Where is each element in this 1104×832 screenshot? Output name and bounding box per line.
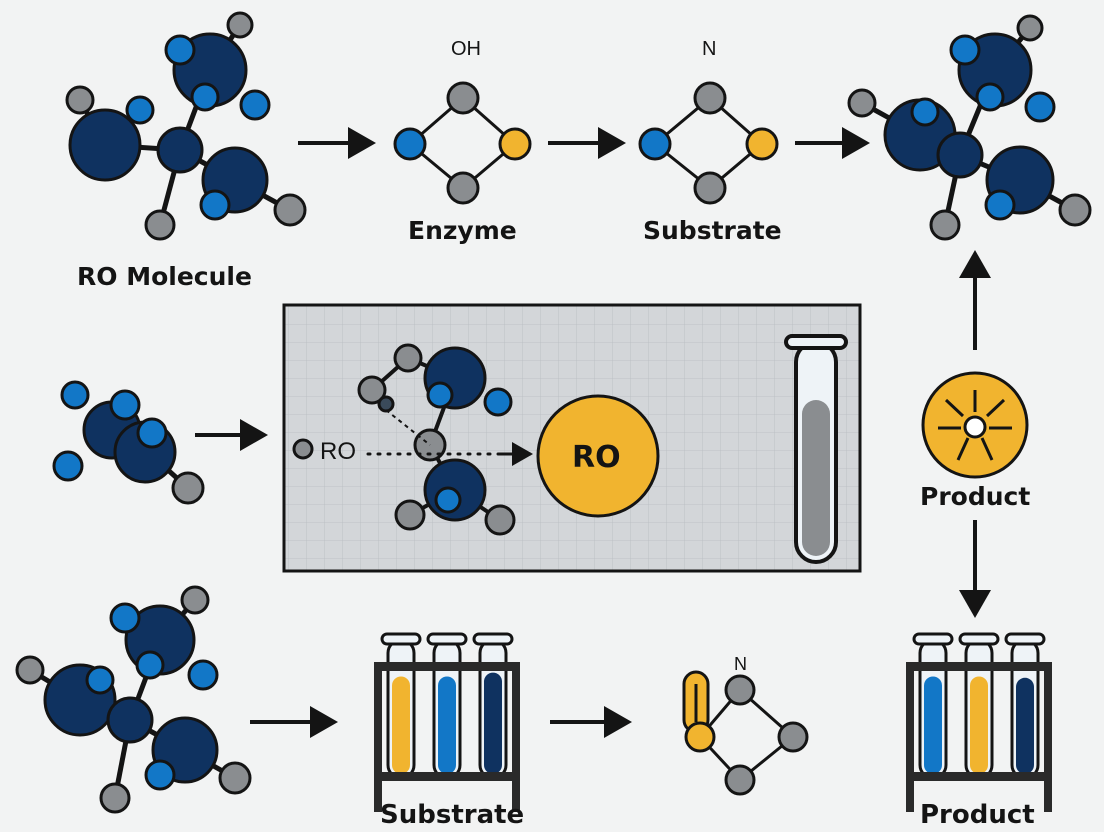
- test-tube-rack-icon: [906, 632, 1052, 812]
- label-ro-molecule: RO Molecule: [77, 262, 252, 291]
- sunburst-icon: [921, 371, 1029, 479]
- tube-rim: [1004, 632, 1046, 646]
- rack-left-leg: [906, 662, 914, 812]
- test-tube-icon: [784, 334, 848, 564]
- tube-liquid: [392, 676, 410, 774]
- enzyme-ring: [393, 81, 532, 205]
- rack-bottom-bar: [374, 772, 520, 781]
- label-product-right: Product: [920, 482, 1031, 511]
- tube-liquid: [484, 672, 502, 774]
- rack-bottom-bar: [906, 772, 1052, 781]
- ro-circle: [536, 394, 660, 518]
- panel-molecule: [292, 343, 532, 536]
- label-enzyme: Enzyme: [408, 216, 517, 245]
- rack-top-bar: [906, 662, 1052, 671]
- tube-rim: [426, 632, 468, 646]
- label-substrate-bottom: Substrate: [380, 800, 525, 830]
- tube-rim: [472, 632, 514, 646]
- tube-liquid: [1016, 677, 1034, 774]
- label-product-bottom: Product: [920, 800, 1035, 830]
- ro-molecule-middle-left: [52, 380, 205, 505]
- ro-molecule-top-left: [65, 11, 307, 241]
- tube-rim: [912, 632, 954, 646]
- tube-rim: [958, 632, 1000, 646]
- atom-label-ro-circle: RO: [572, 440, 621, 475]
- atom-label-oh: OH: [451, 38, 481, 60]
- label-substrate-top: Substrate: [643, 216, 782, 245]
- product-molecule-top-right: [847, 14, 1092, 241]
- test-tube-rack-icon: [374, 632, 520, 812]
- rack-right-leg: [1044, 662, 1052, 812]
- rack-right-leg: [512, 662, 520, 812]
- tube-liquid: [924, 676, 942, 774]
- rack-left-leg: [374, 662, 382, 812]
- substrate-ring-top: [638, 81, 779, 205]
- atom-label-n-bottom: N: [734, 654, 747, 674]
- tube-rim: [380, 632, 422, 646]
- atom-label-n-top: N: [702, 38, 717, 60]
- tube-liquid: [438, 676, 456, 774]
- ro-molecule-bottom-left: [15, 585, 252, 814]
- substrate-ring-bottom: [682, 670, 809, 796]
- rack-top-bar: [374, 662, 520, 671]
- tube-liquid: [970, 676, 988, 774]
- atom-label-ro-small: RO: [320, 438, 356, 465]
